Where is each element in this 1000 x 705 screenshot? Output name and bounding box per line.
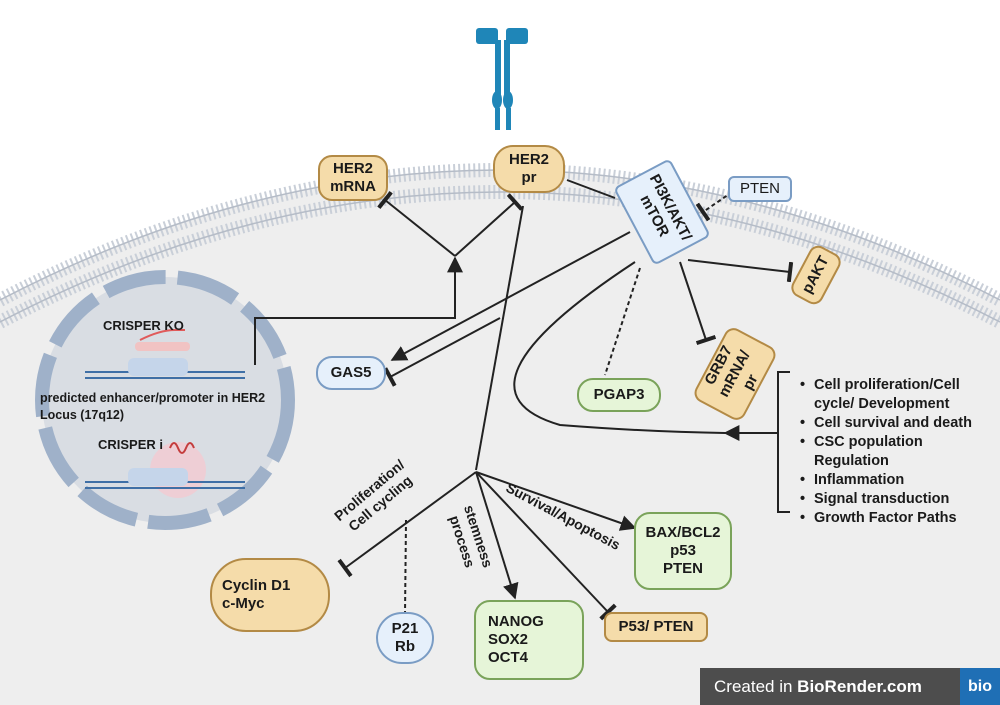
- crispr-ko-icon: [85, 329, 245, 379]
- outcome-item: Cell proliferation/Cell cycle/ Developme…: [792, 376, 972, 414]
- outcome-item: Cell survival and death: [792, 414, 972, 433]
- outcomes-bracket: [777, 371, 790, 513]
- locus-label: predicted enhancer/promoter in HER2 Locu…: [40, 391, 266, 422]
- node-cyclin-d1-cmyc: Cyclin D1 c-Myc: [210, 558, 330, 632]
- edge-junction-her2pr: [454, 193, 524, 257]
- crispr-i-label: CRISPER i: [98, 437, 164, 452]
- nucleus-icon: [35, 270, 295, 530]
- node-pgap3: PGAP3: [577, 378, 661, 412]
- edge-p21-trunk: [404, 519, 407, 616]
- edge-her2pr-pi3k: [566, 179, 616, 199]
- node-p21-rb: P21 Rb: [376, 612, 434, 664]
- credit-prefix: Created in: [714, 676, 798, 696]
- node-bax-bcl2: BAX/BCL2 p53 PTEN: [634, 512, 732, 590]
- biorender-credit[interactable]: Created in BioRender.com bio: [700, 668, 1000, 705]
- edge-feedback: [513, 261, 726, 434]
- crispr-ko-label: CRISPER KO: [103, 318, 184, 333]
- edge-pi3k-pgap3: [604, 267, 641, 376]
- edge-trunk-bax: [475, 471, 637, 531]
- node-nanog-sox2-oct4: NANOG SOX2 OCT4: [474, 600, 584, 680]
- credit-brand: BioRender.com: [797, 676, 922, 696]
- outcome-item: Growth Factor Paths: [792, 509, 972, 528]
- node-p53-pten: P53/ PTEN: [604, 612, 708, 642]
- crispr-i-icon: [85, 442, 245, 498]
- edge-pi3k-gas5: [390, 231, 631, 361]
- node-her2-mrna: HER2 mRNA: [318, 155, 388, 201]
- outcome-item: CSC population Regulation: [792, 433, 972, 471]
- outcomes-list: Cell proliferation/Cell cycle/ Developme…: [792, 376, 972, 528]
- edge-trunk-cyclin: [337, 471, 477, 578]
- edge-nucleus-junction: [254, 256, 463, 365]
- node-gas5: GAS5: [316, 356, 386, 390]
- edge-trunk-gas5: [383, 317, 501, 387]
- node-pten-top: PTEN: [728, 176, 792, 202]
- node-her2-pr: HER2 pr: [493, 145, 565, 193]
- edge-trunk-p53: [475, 471, 617, 621]
- edge-pi3k-grb7: [679, 261, 717, 346]
- outcome-item: Inflammation: [792, 471, 972, 490]
- edge-trunk-nanog: [475, 471, 519, 600]
- edge-trunk: [475, 205, 524, 471]
- her2-receptor-icon: [476, 28, 528, 130]
- edge-pi3k-pakt: [687, 259, 794, 283]
- biorender-logo-icon: bio: [960, 668, 1000, 705]
- edge-junction-her2mrna: [377, 190, 456, 257]
- outcome-item: Signal transduction: [792, 490, 972, 509]
